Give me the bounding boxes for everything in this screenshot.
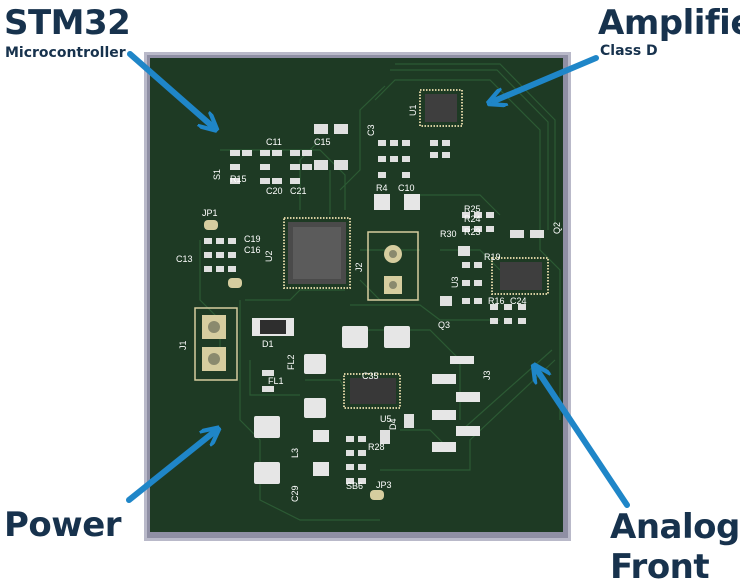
silk-d1: D1 xyxy=(262,339,274,349)
diode-d1 xyxy=(252,318,294,336)
silk-fl2: FL2 xyxy=(286,354,296,370)
silk-q2: Q2 xyxy=(552,222,562,234)
regulator-u5 xyxy=(343,373,401,409)
pcb-substrate xyxy=(150,58,563,532)
silk-c29: C29 xyxy=(290,485,300,502)
smd-passives xyxy=(204,124,544,484)
silk-j3: J3 xyxy=(482,370,492,380)
silk-c10: C10 xyxy=(398,183,415,193)
silk-r15: R15 xyxy=(230,174,247,184)
mcu-u2 xyxy=(283,217,351,289)
silk-c11: C11 xyxy=(266,137,282,147)
analog-ic-u3 xyxy=(491,257,549,295)
silk-q3: Q3 xyxy=(438,320,450,330)
amplifier-ic-u1 xyxy=(419,89,463,127)
silk-u5: U5 xyxy=(380,414,392,424)
silk-jp3: JP3 xyxy=(376,480,392,490)
connector-j3-pads xyxy=(432,356,480,452)
silk-c20: C20 xyxy=(266,186,283,196)
silk-u3: U3 xyxy=(450,276,460,288)
silk-r25: R25 xyxy=(464,204,481,214)
silk-s1: S1 xyxy=(212,169,222,180)
silk-l3: L3 xyxy=(290,448,300,458)
jumper-jp3 xyxy=(370,490,384,500)
stm32-label: STM32 xyxy=(4,3,131,43)
silk-jp1: JP1 xyxy=(202,208,218,218)
power-label: Power xyxy=(4,505,122,545)
analog-label-line1: Analog xyxy=(610,507,740,547)
silk-c19: C19 xyxy=(244,234,261,244)
silk-r24: R24 xyxy=(464,214,481,224)
callout-arrows xyxy=(126,51,630,508)
silk-r19: R19 xyxy=(484,252,501,262)
silk-c35: C35 xyxy=(362,371,379,381)
silk-r30: R30 xyxy=(440,229,457,239)
analog-label-line2: Front xyxy=(610,547,710,587)
silk-u1: U1 xyxy=(408,104,418,116)
silk-c15: C15 xyxy=(314,137,331,147)
connector-j2 xyxy=(367,231,419,301)
silk-r28: R28 xyxy=(368,442,385,452)
silk-c13: C13 xyxy=(176,254,193,264)
silk-r23: R23 xyxy=(464,227,481,237)
silk-c21: C21 xyxy=(290,186,307,196)
amplifier-sublabel: Class D xyxy=(600,43,658,59)
silk-d4: D4 xyxy=(388,418,398,430)
silk-j1: J1 xyxy=(178,340,188,350)
connector-j1 xyxy=(194,307,238,381)
power-arrow xyxy=(126,432,214,503)
stm32-arrow xyxy=(127,51,212,126)
silk-sb6: SB6 xyxy=(346,481,363,491)
silk-r4: R4 xyxy=(376,183,388,193)
silk-c24: C24 xyxy=(510,296,527,306)
amplifier-arrow xyxy=(494,55,599,101)
silk-c3: C3 xyxy=(366,124,376,136)
amplifier-label: Amplifier xyxy=(598,3,740,43)
silk-j2: J2 xyxy=(354,262,364,272)
jumper-jp1 xyxy=(204,220,242,288)
power-pads xyxy=(254,194,420,484)
analog-arrow xyxy=(537,370,630,508)
silk-u2: U2 xyxy=(264,250,274,262)
silk-r16: R16 xyxy=(488,296,505,306)
silk-c16: C16 xyxy=(244,245,261,255)
stm32-sublabel: Microcontroller xyxy=(5,45,126,61)
silk-fl1: FL1 xyxy=(268,376,284,386)
